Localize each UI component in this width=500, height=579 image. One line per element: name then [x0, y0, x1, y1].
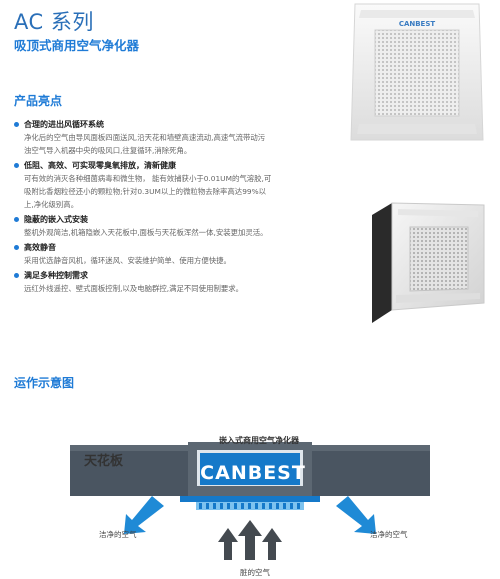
- highlight-title: 合理的进出风循环系统: [24, 120, 104, 129]
- bullet-icon: [14, 245, 19, 250]
- clean-air-arrow-left: [124, 496, 164, 534]
- highlight-item: 合理的进出风循环系统 净化后的空气由导风面板四面送风,沿天花和墙壁高速流动,高速…: [14, 118, 349, 157]
- unit-panel: [180, 496, 320, 502]
- highlight-desc: 净化后的空气由导风面板四面送风,沿天花和墙壁高速流动,高速气流带动污: [24, 133, 266, 142]
- highlight-desc: 吸附比香烟粒径还小的颗粒物;针对0.3UM以上的微粒物去除率高达99%以: [24, 187, 267, 196]
- page-title: AC 系列: [14, 10, 94, 34]
- clean-air-label-right: 洁净的空气: [370, 530, 408, 539]
- highlight-title: 低阻、高效、可实现零臭氧排放，清新健康: [24, 161, 176, 170]
- highlight-desc: 整机外观简洁,机箱隐嵌入天花板中,面板与天花板浑然一体,安装更加灵活。: [24, 228, 268, 237]
- dirty-air-arrow-left: [218, 528, 238, 560]
- diagram-heading: 运作示意图: [14, 376, 75, 390]
- page-subtitle: 吸顶式商用空气净化器: [14, 38, 140, 53]
- highlight-title: 高效静音: [24, 243, 56, 252]
- ceiling-label: 天花板: [84, 454, 124, 469]
- highlight-desc: 采用优选静音风机，循环迷风、安装维护简单、使用方便快捷。: [24, 256, 231, 265]
- clean-air-arrow-right: [336, 496, 376, 534]
- product-image-front: CANBEST: [350, 3, 484, 141]
- highlight-desc: 远红外线遥控、壁式面板控制,以及电脑群控,满足不同使用制要求。: [24, 284, 244, 293]
- highlight-desc: 上,净化级别高。: [24, 200, 79, 209]
- highlight-item: 高效静音 采用优选静音风机，循环迷风、安装维护简单、使用方便快捷。: [14, 241, 349, 267]
- diagram-title: 嵌入式商用空气净化器: [219, 436, 299, 445]
- operation-diagram: 嵌入式商用空气净化器 天花板 CANBEST 洁净的空气 洁净的空气 脏的空气: [0, 400, 500, 579]
- highlights-list: 合理的进出风循环系统 净化后的空气由导风面板四面送风,沿天花和墙壁高速流动,高速…: [14, 118, 349, 297]
- highlight-item: 低阻、高效、可实现零臭氧排放，清新健康 可有效的消灭各种细菌病毒和微生物， 能有…: [14, 159, 349, 211]
- ceiling-slab-left: [70, 445, 188, 496]
- product-image-angled: [372, 202, 485, 323]
- highlight-title: 满足多种控制需求: [24, 271, 88, 280]
- highlight-desc: 可有效的消灭各种细菌病毒和微生物， 能有效捕获小于0.01UM的气溶胶,可: [24, 174, 272, 183]
- bullet-icon: [14, 217, 19, 222]
- bullet-icon: [14, 163, 19, 168]
- dirty-air-label: 脏的空气: [240, 568, 270, 577]
- highlight-item: 满足多种控制需求 远红外线遥控、壁式面板控制,以及电脑群控,满足不同使用制要求。: [14, 269, 349, 295]
- product-logo: CANBEST: [399, 20, 436, 28]
- dirty-air-arrow-right: [262, 528, 282, 560]
- bullet-icon: [14, 273, 19, 278]
- ceiling-slab-right: [312, 445, 430, 496]
- dirty-air-arrow-center: [238, 520, 262, 560]
- bullet-icon: [14, 122, 19, 127]
- diagram-graphic: [70, 442, 430, 560]
- highlight-desc: 浊空气导入机器中央的吸风口,往复循环,消除死角。: [24, 146, 192, 155]
- unit-logo: CANBEST: [200, 462, 306, 484]
- clean-air-label-left: 洁净的空气: [99, 530, 137, 539]
- highlights-heading: 产品亮点: [14, 94, 63, 108]
- highlight-item: 隐蔽的嵌入式安装 整机外观简洁,机箱隐嵌入天花板中,面板与天花板浑然一体,安装更…: [14, 213, 349, 239]
- highlight-title: 隐蔽的嵌入式安装: [24, 215, 88, 224]
